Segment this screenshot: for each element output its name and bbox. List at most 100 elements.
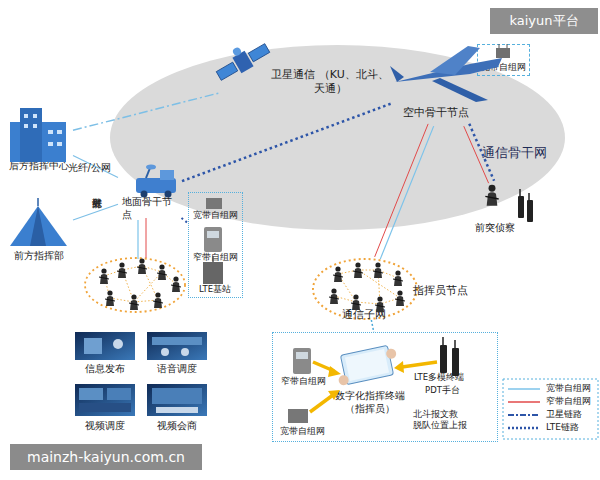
aircraft-icon [432,78,488,102]
legend-label: 窄带自组网 [546,396,591,407]
satellite-icon [216,62,237,80]
screen-image [107,388,131,400]
data-arrow [328,390,340,400]
node-label: 视频调度 [73,420,137,433]
router-icon [496,48,510,58]
squad-link [146,218,147,258]
watermark: kaiyun平台 [490,8,598,34]
link-line [181,218,188,223]
data-arrow [310,361,437,412]
screen-image [161,348,169,356]
node-label: 宽带自组网 [189,210,241,221]
screen-image [147,384,207,416]
node-label: 语音调度 [145,363,209,376]
squad-network [153,292,163,308]
terminal-icon [334,344,401,386]
building-icon [33,114,37,118]
terminal-icon [440,345,447,373]
screen-image [75,332,135,360]
terminal-icon [288,409,308,423]
node-label: 通信子网 [342,308,402,322]
router-icon [496,44,510,58]
node-label: 宽带自组网 [280,426,336,437]
legend-sample [508,388,540,390]
squad-network [129,294,139,310]
building-icon [48,142,53,146]
building-icon [10,108,66,162]
vehicle-icon [136,165,176,198]
screen-image [79,403,131,412]
commander-squad [329,288,339,304]
link-line [73,93,220,131]
commander-squad [329,262,405,312]
satellite-icon [211,34,272,84]
aircraft-icon [390,66,404,82]
aircraft-icon [390,46,502,102]
terminal-icon [442,337,444,345]
node-label: 前突侦察 [468,222,522,235]
legend-sample [503,379,598,439]
screen-image [113,339,123,349]
device-icon [212,256,214,262]
squad-network [171,276,181,292]
squad-network [157,264,167,280]
tent-icon [10,206,67,246]
recon-icon [485,185,533,222]
terminal-icon [338,374,350,386]
ellipse-shape [110,45,565,230]
link-line [182,103,392,181]
building-icon [57,130,62,134]
squad-link [138,218,146,259]
link-line [375,124,428,257]
commander-squad [375,296,385,312]
legend-label: 卫星链路 [546,409,582,420]
terminal-icon [288,337,459,423]
screen-image [75,332,207,416]
node-label: 数字化指挥终端 （指挥员） [328,390,412,415]
screen-image [152,337,202,345]
squad-network [105,290,115,306]
node-label: 北斗报文救 脱队位置上报 [413,409,473,430]
vehicle-icon [141,191,148,198]
recon-icon [528,193,530,200]
terminal-icon [385,348,397,360]
tent-icon [30,206,46,246]
screen-image [147,332,207,360]
screen-image [181,348,189,356]
legend-sample [503,379,598,439]
node-label: 卫星通信 （KU、北斗、天通） [268,68,392,96]
node-label: 窄带自组网 [281,376,337,387]
link-line [371,320,373,332]
legend-sample [508,414,540,416]
commander-squad [353,262,363,278]
data-arrow [402,362,437,367]
commander-squad [395,290,405,306]
device-icon [206,198,222,209]
legend-sample [508,401,540,403]
vehicle-icon [160,170,174,180]
node-label: 视频会商 [145,420,209,433]
building-icon [20,108,42,162]
link-line [469,124,494,181]
commander-squad [334,270,400,304]
legend-label: 宽带自组网 [546,383,591,394]
link-line [73,204,118,220]
screen-image [75,384,135,416]
router-icon [507,44,508,48]
satellite-icon [248,44,269,62]
tent-icon [10,198,67,246]
satellite-icon [232,46,243,57]
node-label: PDT手台 [425,385,485,396]
node-label: 信息发布 [73,363,137,376]
device-icon [204,227,222,252]
data-arrow [394,361,404,373]
terminal-icon [452,348,459,376]
device-icon [203,262,223,284]
device-icon [203,198,223,284]
data-arrow [328,366,341,377]
building-icon [24,114,28,118]
aircraft-icon [430,46,480,75]
legend-sample [508,427,540,430]
